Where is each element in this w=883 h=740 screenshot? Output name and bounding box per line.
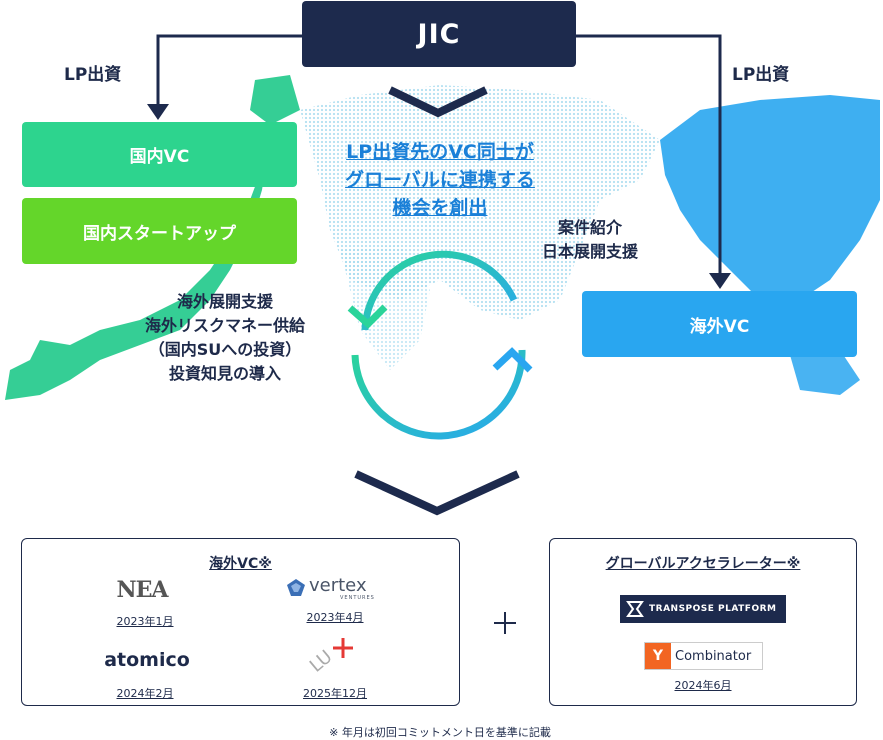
center-line-1: LP出資先のVC同士が [346,141,534,163]
nea-date: 2023年1月 [116,615,174,628]
left-flow-line-1: 海外展開支援 [176,292,273,311]
vertex-logo: vertex VENTURES [284,575,380,601]
lux-plus-icon [333,638,353,658]
ycombinator-logo: Y Combinator [644,642,763,670]
overseas-vc-panel: 海外VC※ NEA 2023年1月 vertex VENTURES 2023年4… [21,538,460,706]
vertex-sub: VENTURES [340,595,375,601]
domestic-startup-box: 国内スタートアップ [22,198,297,264]
atomico-logo: atomico [104,649,190,671]
footnote: ※ 年月は初回コミットメント日を基準に記載 [329,726,551,739]
accelerator-panel: グローバルアクセラレーター※ TRANSPOSE PLATFORM Y Comb… [549,538,857,706]
overseas-vc-box: 海外VC [582,291,857,357]
left-flow-line-3: （国内SUへの投資） [148,340,302,359]
lp-label-left: LP出資 [64,65,122,85]
cycle-arrow-left-icon [347,304,388,329]
overseas-panel-title: 海外VC※ [209,556,272,572]
jic-node: JIC [302,1,576,67]
chevron-down-icon [388,86,488,118]
lux-date: 2025年12月 [303,687,367,700]
right-flow-line-1: 案件紹介 [557,218,622,237]
ycombinator-date: 2024年6月 [674,679,732,692]
cycle-arrow-right-icon [492,347,533,373]
arrow-down-right-icon [709,273,731,289]
center-line-3: 機会を創出 [392,197,488,219]
transpose-logo: TRANSPOSE PLATFORM [620,595,786,623]
vertex-wordmark: vertex [309,575,367,596]
vertex-date: 2023年4月 [306,611,364,624]
cycle-arc-top [361,250,518,331]
left-flow-line-4: 投資知見の導入 [168,364,281,383]
lp-label-right: LP出資 [732,65,790,85]
north-america-map [660,95,880,300]
center-message: LP出資先のVC同士が グローバルに連携する 機会を創出 [320,138,560,222]
right-flow-line-2: 日本展開支援 [541,242,638,261]
ycombinator-mark: Y [645,643,671,669]
atomico-date: 2024年2月 [116,687,174,700]
right-flow-text: 案件紹介 日本展開支援 [520,216,660,264]
connector-right-line [576,34,722,275]
accelerator-panel-title: グローバルアクセラレーター※ [605,556,801,572]
center-line-2: グローバルに連携する [345,169,535,191]
vertex-mark-icon [287,579,305,596]
domestic-vc-box: 国内VC [22,122,297,187]
domestic-startup-label: 国内スタートアップ [83,223,236,244]
cycle-arc-bottom [351,349,526,440]
left-flow-line-2: 海外リスクマネー供給 [144,316,305,335]
jic-label: JIC [417,18,461,50]
big-chevron-down-icon [354,470,520,516]
left-flow-text: 海外展開支援 海外リスクマネー供給 （国内SUへの投資） 投資知見の導入 [100,290,350,386]
transpose-mark-icon [626,601,644,617]
nea-logo: NEA [116,577,169,603]
ycombinator-wordmark: Combinator [675,648,752,664]
south-america-map [790,350,860,395]
transpose-wordmark: TRANSPOSE PLATFORM [649,604,777,614]
domestic-vc-label: 国内VC [129,147,190,167]
arrow-down-left-icon [147,104,169,120]
overseas-vc-label: 海外VC [689,316,750,337]
lux-logo: LU [304,637,364,683]
connector-left-line [156,34,302,106]
